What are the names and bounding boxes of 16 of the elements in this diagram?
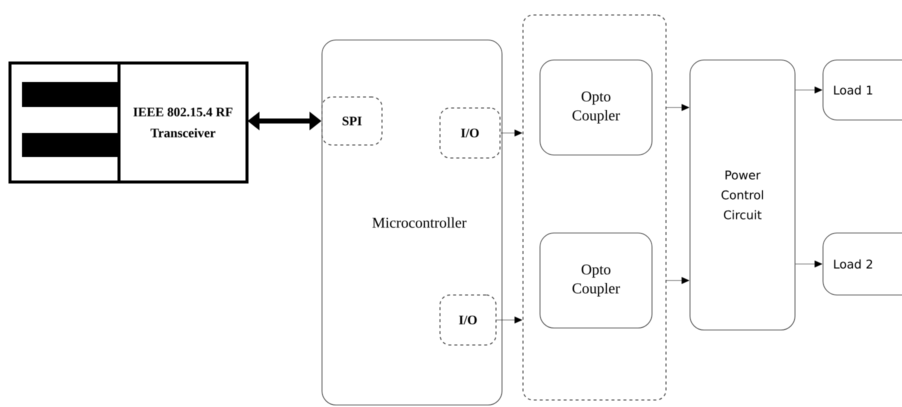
port-box: I/O <box>440 108 500 158</box>
process-box: Opto Coupler <box>540 232 652 328</box>
process-box: Opto Coupler <box>540 60 652 156</box>
arrow <box>500 130 522 136</box>
arrow <box>666 277 690 284</box>
arrow <box>795 86 822 94</box>
port-box: SPI <box>322 96 382 146</box>
group-box <box>522 14 666 400</box>
transceiver-box: IEEE 802.15.4 RF Transceiver <box>8 62 248 184</box>
arrow <box>666 104 690 111</box>
arrow <box>795 260 822 268</box>
arrow <box>496 316 522 324</box>
load-box: Load 1 <box>822 60 902 120</box>
port-box: I/O <box>440 294 496 346</box>
process-box: Power Control Circuit <box>690 60 796 330</box>
load-box: Load 2 <box>822 232 902 296</box>
